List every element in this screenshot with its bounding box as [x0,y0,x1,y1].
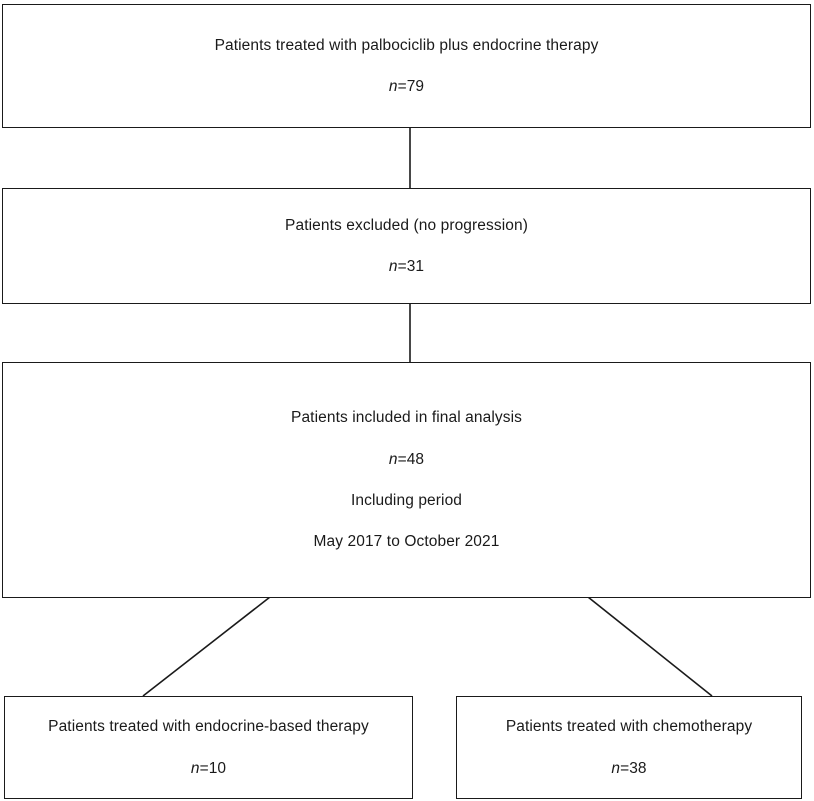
n-value: =10 [199,759,227,777]
node-patients-chemotherapy: Patients treated with chemotherapy n=38 [456,696,802,799]
node-patients-excluded: Patients excluded (no progression) n=31 [2,188,811,304]
n-symbol: n [388,78,398,95]
n-symbol: n [388,450,398,468]
node-box-3-label: Patients included in final analysis [291,409,522,427]
node-box-5-label: Patients treated with chemotherapy [505,718,753,736]
node-box-2-label: Patients excluded (no progression) [285,216,528,234]
connector-box3-to-box5 [587,596,713,697]
n-value: =48 [397,450,425,468]
node-box-1-label: Patients treated with palbociclib plus e… [214,36,599,54]
n-symbol: n [611,759,621,777]
node-patients-included-final-analysis: Patients included in final analysis n=48… [2,362,811,598]
n-symbol: n [388,258,398,275]
node-box-1-count: n=79 [389,77,424,96]
node-box-3-period-range: May 2017 to October 2021 [313,533,500,551]
n-symbol: n [190,759,200,777]
node-box-3-count: n=48 [389,450,424,469]
node-box-2-count: n=31 [389,257,424,276]
node-box-4-label: Patients treated with endocrine-based th… [48,718,369,736]
n-value: =31 [397,258,425,275]
node-patients-endocrine-based-therapy: Patients treated with endocrine-based th… [4,696,413,799]
connector-box3-to-box4 [142,596,271,697]
node-box-4-count: n=10 [191,759,226,778]
n-value: =79 [397,78,425,95]
node-patients-treated-palbociclib: Patients treated with palbociclib plus e… [2,4,811,128]
node-box-3-period-label: Including period [350,492,463,509]
n-value: =38 [620,759,647,777]
node-box-5-count: n=38 [611,759,646,778]
